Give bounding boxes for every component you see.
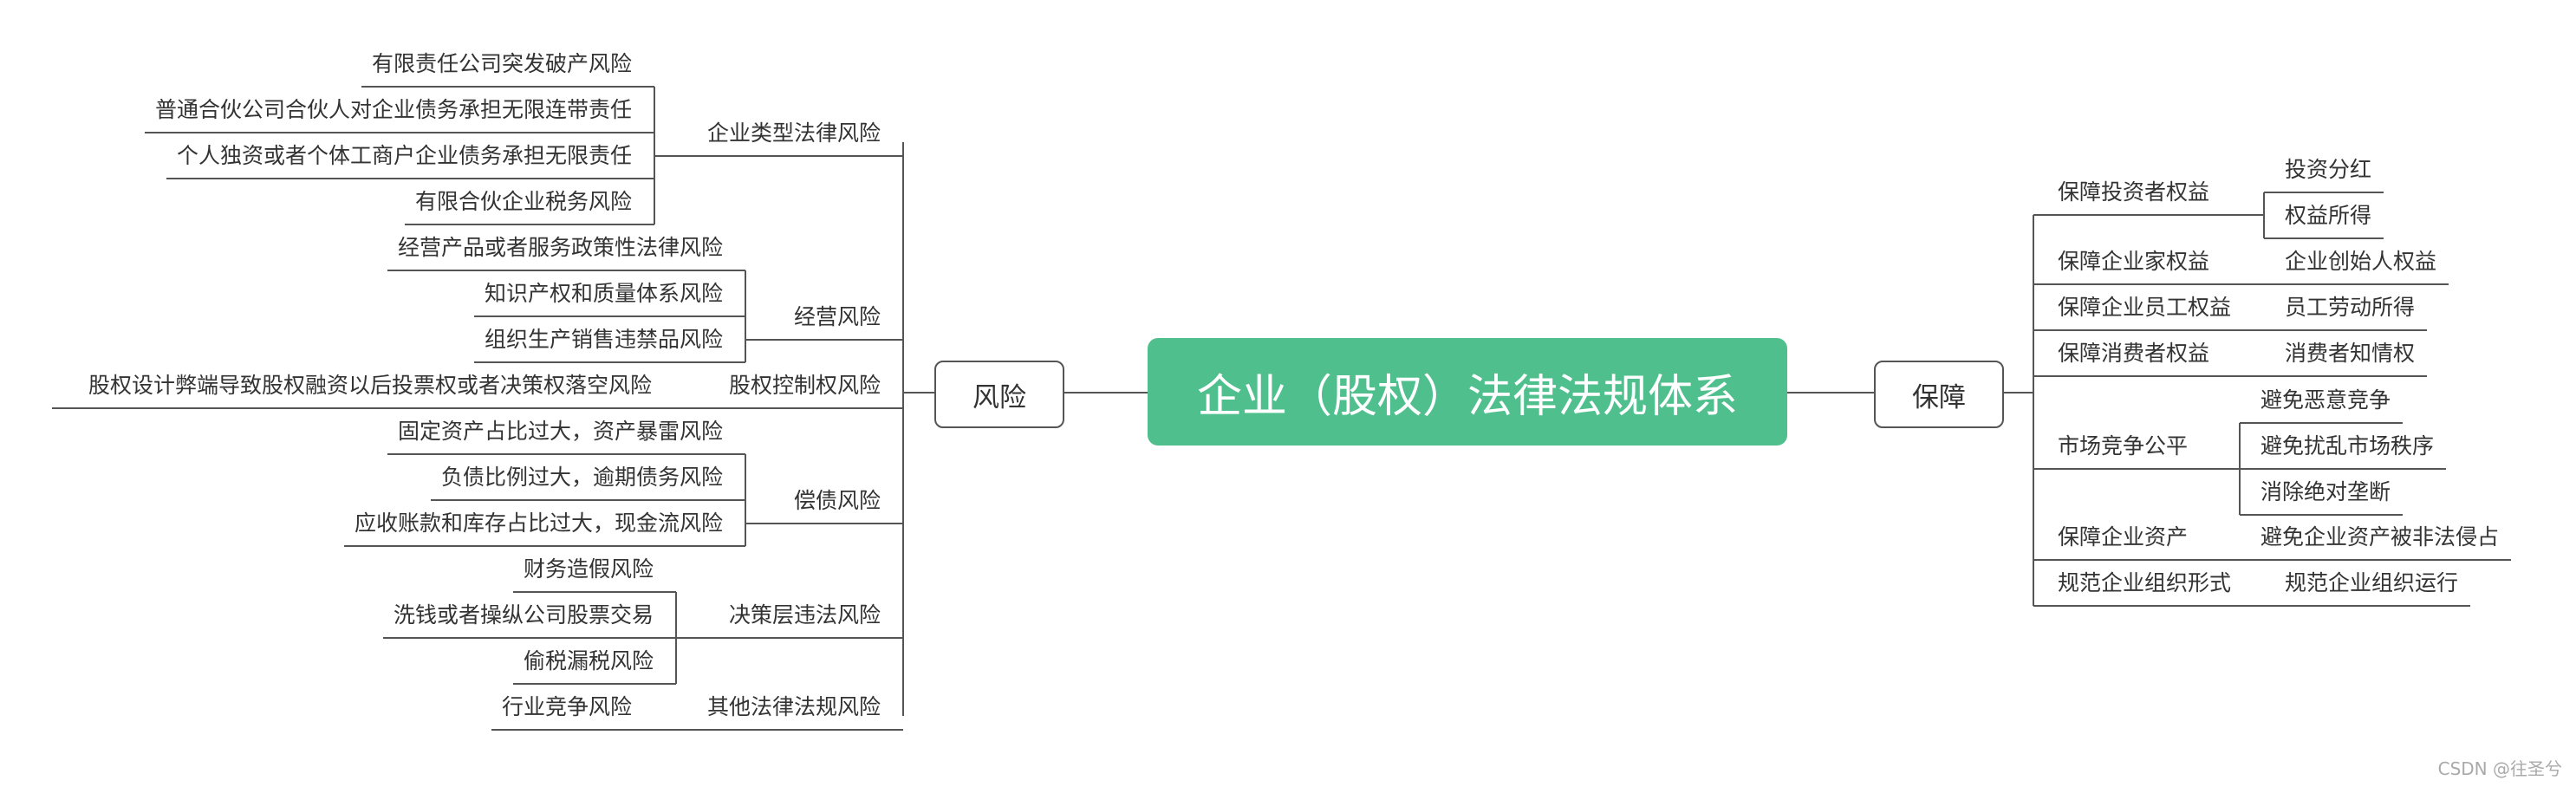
leaf-label[interactable]: 规范企业组织运行	[2285, 570, 2459, 595]
leaf-label[interactable]: 消费者知情权	[2285, 341, 2416, 366]
leaf-label[interactable]: 偷税漏税风险	[523, 648, 654, 673]
branch-label[interactable]: 股权控制权风险	[728, 373, 881, 398]
leaf-label[interactable]: 企业创始人权益	[2285, 249, 2437, 274]
leaf-label[interactable]: 固定资产占比过大，资产暴雷风险	[397, 419, 723, 444]
branch-label[interactable]: 偿债风险	[793, 488, 881, 513]
leaf-label[interactable]: 行业竞争风险	[501, 694, 632, 719]
leaf-label[interactable]: 负债比例过大，逾期债务风险	[440, 465, 723, 490]
leaf-label[interactable]: 财务造假风险	[523, 556, 654, 582]
leaf-label[interactable]: 知识产权和质量体系风险	[484, 281, 723, 306]
leaf-label[interactable]: 个人独资或者个体工商户企业债务承担无限责任	[176, 143, 632, 168]
leaf-label[interactable]: 权益所得	[2285, 203, 2372, 228]
leaf-label[interactable]: 经营产品或者服务政策性法律风险	[397, 235, 723, 260]
leaf-label[interactable]: 避免扰乱市场秩序	[2261, 433, 2435, 459]
hub-risk[interactable]: 风险	[934, 361, 1064, 428]
branch-label[interactable]: 规范企业组织形式	[2058, 570, 2232, 595]
leaf-label[interactable]: 避免恶意竞争	[2261, 387, 2391, 413]
root-topic[interactable]: 企业（股权）法律法规体系	[1148, 338, 1787, 446]
branch-label[interactable]: 保障企业员工权益	[2058, 295, 2232, 320]
watermark: CSDN @往圣兮	[2437, 758, 2562, 779]
leaf-label[interactable]: 股权设计弊端导致股权融资以后投票权或者决策权落空风险	[88, 373, 652, 398]
leaf-label[interactable]: 洗钱或者操纵公司股票交易	[393, 602, 654, 628]
branch-label[interactable]: 企业类型法律风险	[706, 120, 881, 146]
branch-label[interactable]: 经营风险	[793, 304, 881, 329]
branch-label[interactable]: 其他法律法规风险	[706, 694, 881, 719]
leaf-label[interactable]: 普通合伙公司合伙人对企业债务承担无限连带责任	[154, 97, 632, 122]
leaf-label[interactable]: 消除绝对垄断	[2261, 479, 2391, 504]
leaf-label[interactable]: 投资分红	[2285, 157, 2372, 182]
leaf-label[interactable]: 员工劳动所得	[2285, 295, 2416, 320]
branch-label[interactable]: 保障投资者权益	[2058, 179, 2210, 205]
leaf-label[interactable]: 应收账款和库存占比过大，现金流风险	[354, 511, 723, 536]
branch-label[interactable]: 市场竞争公平	[2058, 433, 2189, 459]
leaf-label[interactable]: 有限合伙企业税务风险	[414, 189, 632, 214]
leaf-label[interactable]: 避免企业资产被非法侵占	[2261, 524, 2500, 550]
hub-guarantee[interactable]: 保障	[1874, 361, 2004, 428]
branch-label[interactable]: 保障企业资产	[2058, 524, 2189, 550]
leaf-label[interactable]: 有限责任公司突发破产风险	[371, 51, 632, 76]
branch-label[interactable]: 保障企业家权益	[2058, 249, 2210, 274]
leaf-label[interactable]: 组织生产销售违禁品风险	[484, 327, 723, 352]
branch-label[interactable]: 决策层违法风险	[728, 602, 881, 628]
branch-label[interactable]: 保障消费者权益	[2058, 341, 2210, 366]
